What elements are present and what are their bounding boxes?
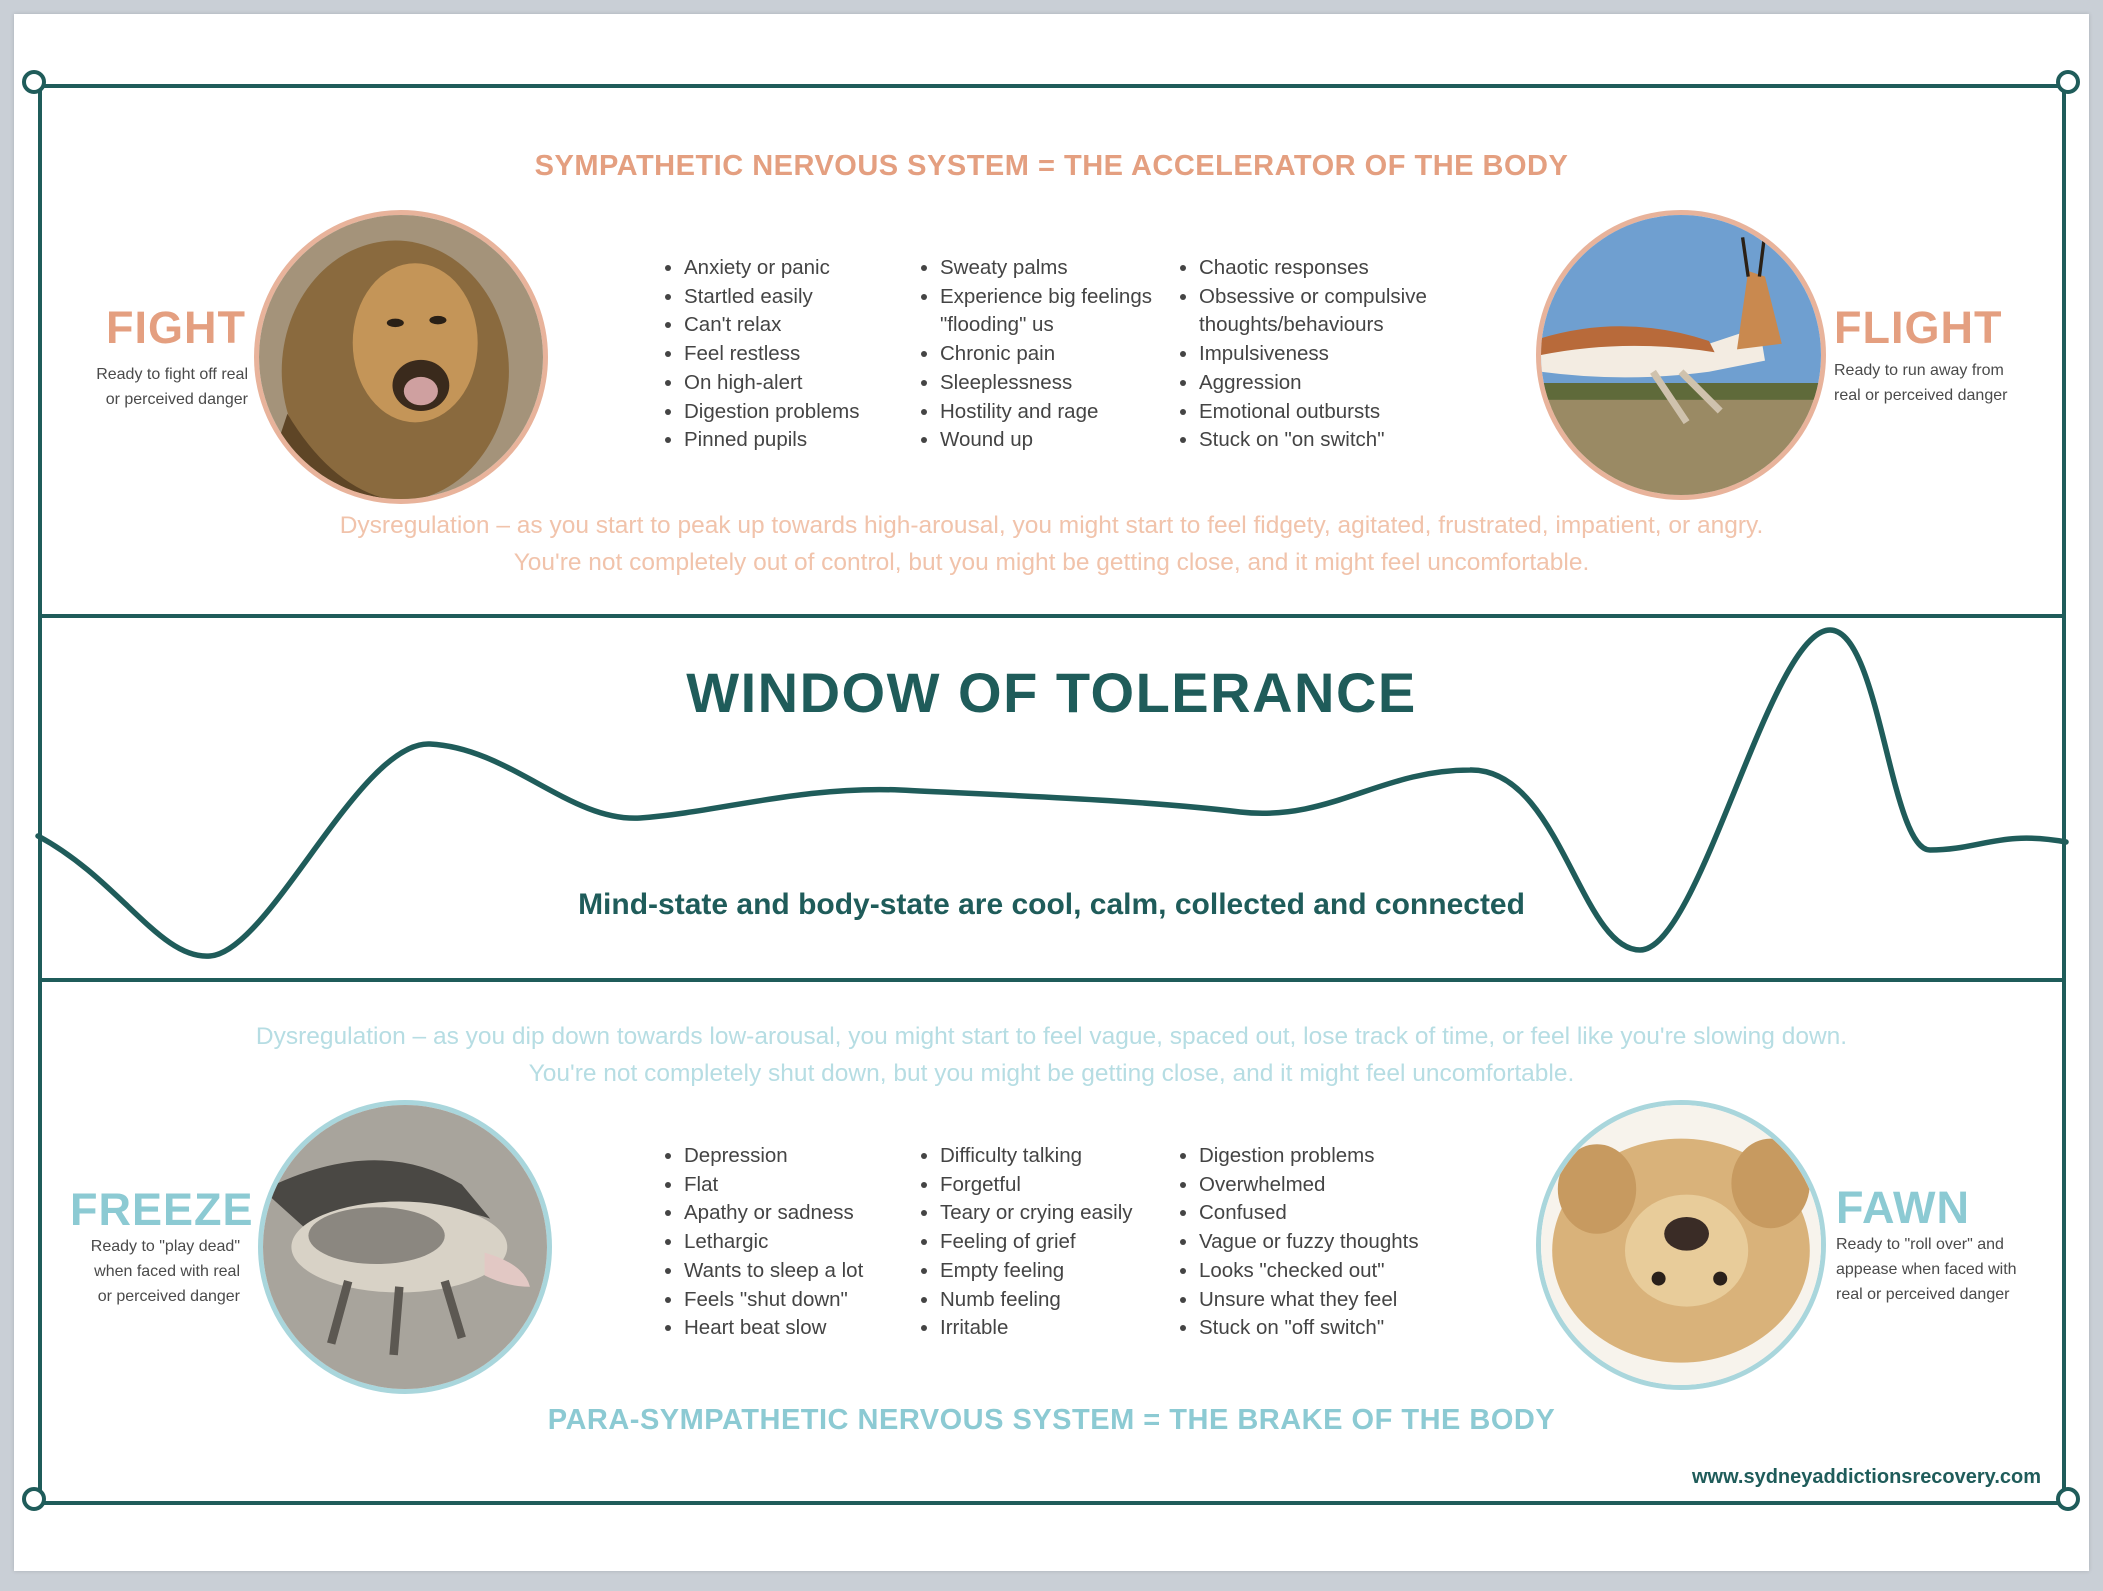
fight-desc-line: or perceived danger [105,391,248,408]
list-item: Depression [684,1142,904,1171]
high-arousal-list-1: Anxiety or panic Startled easily Can't r… [662,254,904,455]
list-item: Chronic pain [940,340,1170,369]
fight-desc-line: Ready to fight off real [96,366,248,383]
flight-title: FLIGHT [1834,302,2003,353]
dysregulation-low-text: Dysregulation – as you dip down towards … [0,1018,2103,1092]
fight-description: Ready to fight off real or perceived dan… [58,362,248,412]
list-item: Sweaty palms [940,254,1170,283]
frame-right-border [2062,84,2066,1505]
list-item: Irritable [940,1314,1180,1343]
dysregulation-low-line: Dysregulation – as you dip down towards … [255,1023,1848,1050]
arousal-wave-line [35,627,2069,959]
list-item: Emotional outbursts [1199,398,1469,427]
list-item: Impulsiveness [1199,340,1469,369]
list-item: Anxiety or panic [684,254,904,283]
freeze-desc-line: Ready to "play dead" [90,1238,240,1255]
dysregulation-high-text: Dysregulation – as you start to peak up … [0,507,2103,581]
freeze-desc-line: when faced with real [94,1263,240,1280]
list-item: Hostility and rage [940,398,1170,427]
freeze-title: FREEZE [70,1184,254,1235]
flight-desc-line: real or perceived danger [1834,387,2008,404]
list-item: Apathy or sadness [684,1199,904,1228]
list-item: Heart beat slow [684,1314,904,1343]
window-of-tolerance-title: WINDOW OF TOLERANCE [686,661,1417,724]
parasympathetic-heading: PARA-SYMPATHETIC NERVOUS SYSTEM = THE BR… [547,1404,1556,1436]
fawn-title: FAWN [1836,1182,1970,1233]
list-item: Lethargic [684,1228,904,1257]
corner-flourish-icon [2056,1487,2080,1511]
list-item: Numb feeling [940,1286,1180,1315]
puppy-photo [1536,1100,1826,1390]
list-item: Empty feeling [940,1257,1180,1286]
low-arousal-list-3: Digestion problems Overwhelmed Confused … [1177,1142,1469,1343]
list-item: Wants to sleep a lot [684,1257,904,1286]
fawn-description: Ready to "roll over" and appease when fa… [1836,1232,2056,1307]
list-item: Digestion problems [1199,1142,1469,1171]
list-item: Stuck on "on switch" [1199,426,1469,455]
list-item: Confused [1199,1199,1469,1228]
low-arousal-list-1: Depression Flat Apathy or sadness Lethar… [662,1142,904,1343]
low-arousal-list-2: Difficulty talking Forgetful Teary or cr… [918,1142,1180,1343]
dysregulation-high-line: You're not completely out of control, bu… [513,549,1590,576]
dysregulation-low-line: You're not completely shut down, but you… [528,1060,1575,1087]
list-item: Pinned pupils [684,426,904,455]
sympathetic-heading: SYMPATHETIC NERVOUS SYSTEM = THE ACCELER… [534,150,1569,182]
flight-description: Ready to run away from real or perceived… [1834,358,2044,408]
freeze-description: Ready to "play dead" when faced with rea… [48,1234,240,1309]
corner-flourish-icon [22,1487,46,1511]
fawn-desc-line: Ready to "roll over" and [1836,1236,2004,1253]
list-item: Feels "shut down" [684,1286,904,1315]
list-item: On high-alert [684,369,904,398]
fawn-desc-line: real or perceived danger [1836,1286,2010,1303]
corner-flourish-icon [22,70,46,94]
list-item: Feeling of grief [940,1228,1180,1257]
list-item: Chaotic responses [1199,254,1469,283]
corner-flourish-icon [2056,70,2080,94]
list-item: Startled easily [684,283,904,312]
flight-desc-line: Ready to run away from [1834,362,2004,379]
list-item: Teary or crying easily [940,1199,1180,1228]
list-item: Aggression [1199,369,1469,398]
list-item: Experience big feelings "flooding" us [940,283,1170,340]
list-item: Forgetful [940,1171,1180,1200]
high-arousal-list-3: Chaotic responses Obsessive or compulsiv… [1177,254,1469,455]
list-item: Overwhelmed [1199,1171,1469,1200]
list-item: Wound up [940,426,1170,455]
list-item: Flat [684,1171,904,1200]
freeze-desc-line: or perceived danger [97,1288,240,1305]
frame-bottom-border [36,1501,2066,1505]
list-item: Digestion problems [684,398,904,427]
list-item: Looks "checked out" [1199,1257,1469,1286]
dysregulation-high-line: Dysregulation – as you start to peak up … [339,512,1764,539]
window-of-tolerance-subtitle: Mind-state and body-state are cool, calm… [578,888,1525,921]
window-bottom-divider [38,978,2066,982]
fawn-desc-line: appease when faced with [1836,1261,2017,1278]
lion-photo [254,210,548,504]
window-top-divider [38,614,2066,618]
high-arousal-list-2: Sweaty palms Experience big feelings "fl… [918,254,1170,455]
website-link[interactable]: www.sydneyaddictionsrecovery.com [1691,1466,2041,1488]
fight-title: FIGHT [106,302,246,353]
list-item: Obsessive or compulsive thoughts/behavio… [1199,283,1469,340]
list-item: Sleeplessness [940,369,1170,398]
list-item: Unsure what they feel [1199,1286,1469,1315]
frame-top-border [36,84,2066,88]
list-item: Feel restless [684,340,904,369]
list-item: Difficulty talking [940,1142,1180,1171]
list-item: Stuck on "off switch" [1199,1314,1469,1343]
list-item: Can't relax [684,311,904,340]
possum-photo [258,1100,552,1394]
frame-left-border [38,84,42,1505]
list-item: Vague or fuzzy thoughts [1199,1228,1469,1257]
